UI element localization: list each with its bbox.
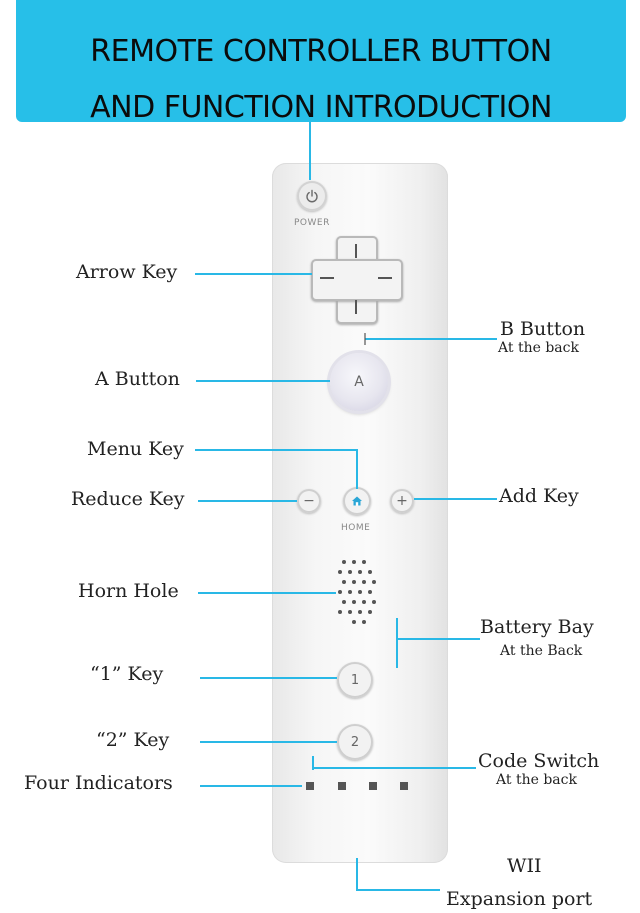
- label-b-button-sub: At the back: [498, 340, 579, 356]
- power-button: [297, 181, 327, 211]
- label-b-button: B Button: [500, 318, 586, 340]
- label-expansion-port: Expansion port: [446, 888, 593, 910]
- indicator-led-1: [306, 782, 314, 790]
- label-battery-bay-sub: At the Back: [500, 643, 583, 659]
- label-battery-bay: Battery Bay: [480, 616, 594, 638]
- label-arrow-key: Arrow Key: [76, 261, 178, 283]
- two-button: 2: [337, 724, 373, 760]
- minus-button: −: [297, 489, 321, 513]
- home-icon: [352, 496, 362, 506]
- label-wii: WII: [507, 855, 542, 877]
- power-caption: POWER: [294, 218, 330, 228]
- one-button: 1: [337, 662, 373, 698]
- title-banner: REMOTE CONTROLLER BUTTON AND FUNCTION IN…: [16, 0, 626, 125]
- label-key-2: “2” Key: [96, 729, 170, 751]
- plus-button: +: [390, 489, 414, 513]
- label-menu-key: Menu Key: [87, 438, 184, 460]
- indicator-led-3: [369, 782, 377, 790]
- title-line-2: AND FUNCTION INTRODUCTION: [90, 90, 552, 125]
- home-button: [343, 487, 371, 515]
- label-four-indicators: Four Indicators: [24, 772, 173, 794]
- title-line-1: REMOTE CONTROLLER BUTTON: [90, 34, 552, 69]
- indicator-led-2: [338, 782, 346, 790]
- power-icon: [306, 189, 318, 203]
- home-caption: HOME: [341, 523, 371, 533]
- label-code-switch-sub: At the back: [496, 772, 577, 788]
- dpad-up-mark: [355, 244, 357, 258]
- line-menu-key: [195, 449, 358, 489]
- dpad-left-mark: [320, 277, 334, 279]
- indicator-led-4: [400, 782, 408, 790]
- label-a-button: A Button: [95, 368, 180, 390]
- label-horn-hole: Horn Hole: [78, 580, 179, 602]
- line-expansion-port: [356, 858, 440, 891]
- label-add-key: Add Key: [499, 485, 579, 507]
- label-reduce-key: Reduce Key: [71, 488, 185, 510]
- label-code-switch: Code Switch: [478, 750, 600, 772]
- a-button: A: [330, 353, 388, 411]
- speaker-grille: [338, 560, 378, 624]
- dpad-right-mark: [378, 277, 392, 279]
- dpad-down-mark: [355, 300, 357, 314]
- label-key-1: “1” Key: [90, 663, 164, 685]
